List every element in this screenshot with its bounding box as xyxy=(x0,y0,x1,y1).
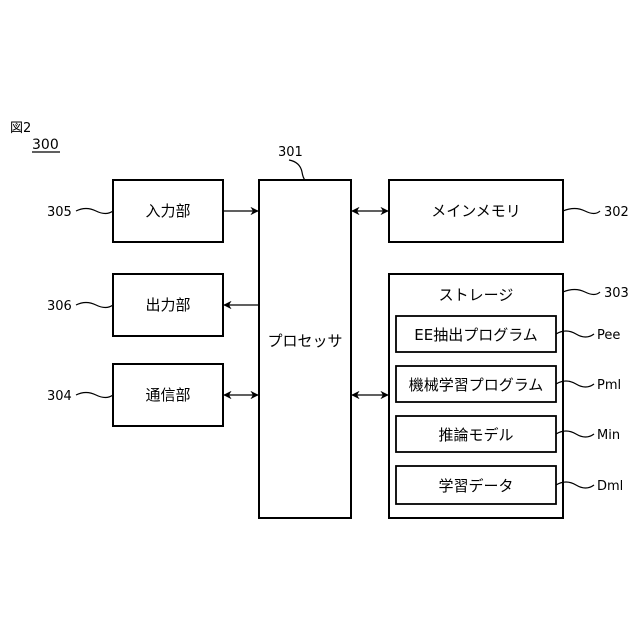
input-unit-block: 入力部 xyxy=(113,180,223,242)
main-memory-label: メインメモリ xyxy=(431,202,521,220)
main-memory-ref: 302 xyxy=(604,205,629,220)
storage-item-ref: Dml xyxy=(597,479,623,494)
input-unit-leader-line xyxy=(76,209,113,214)
comm-unit-ref: 304 xyxy=(47,389,72,404)
storage-ref: 303 xyxy=(604,286,629,301)
processor-block: プロセッサ xyxy=(259,180,351,518)
storage-item-ref: Pml xyxy=(597,378,621,393)
output-unit-label: 出力部 xyxy=(145,296,190,314)
storage-item-ml-program: 機械学習プログラム xyxy=(396,366,556,402)
input-unit-label: 入力部 xyxy=(145,202,190,220)
main-memory-block: メインメモリ xyxy=(389,180,563,242)
main-memory-leader-line xyxy=(563,209,600,214)
storage-leader-line xyxy=(563,290,600,295)
figure-title: 図2 xyxy=(10,121,31,136)
output-unit-leader-line xyxy=(76,303,113,308)
storage-item-ref: Pee xyxy=(597,328,620,343)
processor-ref: 301 xyxy=(278,145,303,160)
storage-item-label: 機械学習プログラム xyxy=(409,376,544,394)
output-unit-block: 出力部 xyxy=(113,274,223,336)
storage-item-label: EE抽出プログラム xyxy=(414,326,538,344)
storage-label: ストレージ xyxy=(439,286,514,304)
storage-item-training-data: 学習データ xyxy=(396,466,556,504)
storage-item-label: 推論モデル xyxy=(438,426,513,444)
storage-item-label: 学習データ xyxy=(438,477,513,495)
storage-item-ee-program: EE抽出プログラム xyxy=(396,316,556,352)
processor-label: プロセッサ xyxy=(267,332,342,350)
storage-item-inference-model: 推論モデル xyxy=(396,416,556,452)
comm-unit-leader-line xyxy=(76,393,113,398)
output-unit-ref: 306 xyxy=(47,299,72,314)
figure-number: 300 xyxy=(32,137,59,153)
comm-unit-label: 通信部 xyxy=(145,386,190,404)
processor-leader-line xyxy=(289,160,305,180)
storage-item-ref: Min xyxy=(597,428,620,443)
comm-unit-block: 通信部 xyxy=(113,364,223,426)
input-unit-ref: 305 xyxy=(47,205,72,220)
